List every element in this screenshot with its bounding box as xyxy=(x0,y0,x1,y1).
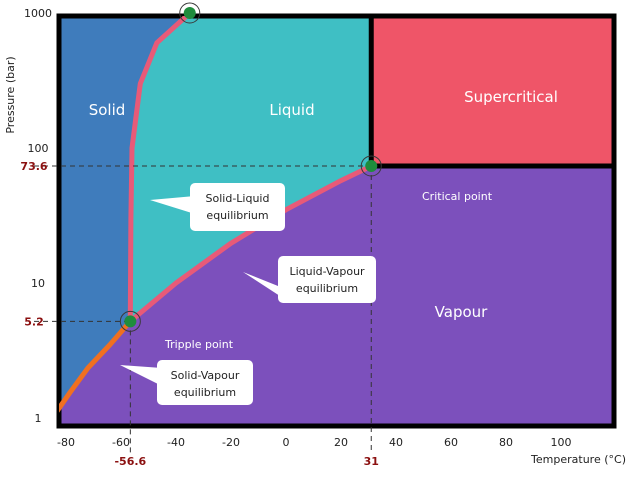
critical-point-label: Critical point xyxy=(422,190,493,203)
callout-liquid-vapour-pointer xyxy=(243,272,283,298)
x-axis-title: Temperature (°C) xyxy=(530,453,626,466)
melting-curve-end-marker-ring xyxy=(179,2,201,24)
x-tick-label: -80 xyxy=(57,436,75,449)
callout-solid-vapour: Solid-Vapour equilibrium xyxy=(120,360,253,405)
callout-liquid-vapour-line1: Liquid-Vapour xyxy=(289,265,365,278)
region-label-liquid: Liquid xyxy=(269,101,314,119)
x-tick-label: 80 xyxy=(499,436,513,449)
triple-point-label: Tripple point xyxy=(164,338,234,351)
x-tick-label: 40 xyxy=(389,436,403,449)
y-tick-label: 100 xyxy=(28,142,49,155)
y-tick-label: 10 xyxy=(31,277,45,290)
region-label-supercritical: Supercritical xyxy=(464,88,558,106)
y-highlight-label: 5.2 xyxy=(24,315,44,328)
region-label-vapour: Vapour xyxy=(435,303,488,321)
solid-liquid-curve xyxy=(127,16,191,324)
callout-solid-vapour-line1: Solid-Vapour xyxy=(171,369,240,382)
region-supercritical-fill xyxy=(371,16,614,166)
x-tick-label: -40 xyxy=(167,436,185,449)
callout-solid-vapour-pointer xyxy=(120,365,162,386)
callout-solid-liquid-line1: Solid-Liquid xyxy=(206,192,270,205)
x-highlight-label: -56.6 xyxy=(114,455,146,468)
callout-solid-vapour-box xyxy=(157,360,253,405)
y-tick-label: 1 xyxy=(35,412,42,425)
plot-frame xyxy=(56,13,617,429)
x-highlight-label: 31 xyxy=(364,455,379,468)
solid-vapour-curve xyxy=(59,318,133,413)
callout-solid-liquid-line2: equilibrium xyxy=(206,209,268,222)
callout-liquid-vapour: Liquid-Vapour equilibrium xyxy=(243,256,376,303)
x-tick-label: 100 xyxy=(551,436,572,449)
triple-point-marker-ring xyxy=(119,310,141,332)
x-tick-label: 0 xyxy=(283,436,290,449)
y-highlight-label: 73.6 xyxy=(20,160,47,173)
region-solid-fill xyxy=(59,16,187,409)
region-label-solid: Solid xyxy=(89,101,126,119)
y-tick-label: 1000 xyxy=(24,7,52,20)
x-tick-label: 20 xyxy=(334,436,348,449)
y-axis-title: Pressure (bar) xyxy=(4,56,17,133)
callout-liquid-vapour-line2: equilibrium xyxy=(296,282,358,295)
critical-point-marker-ring xyxy=(360,155,382,177)
callout-liquid-vapour-box xyxy=(278,256,376,303)
callout-solid-liquid-box xyxy=(190,183,285,231)
x-tick-label: 60 xyxy=(444,436,458,449)
callout-solid-vapour-line2: equilibrium xyxy=(174,386,236,399)
critical-point-marker xyxy=(365,159,378,172)
x-tick-label: -60 xyxy=(112,436,130,449)
callout-solid-liquid-pointer xyxy=(150,196,195,214)
region-liquid-fill xyxy=(130,16,372,322)
triple-point-marker xyxy=(124,315,137,328)
x-tick-label: -20 xyxy=(222,436,240,449)
callout-solid-liquid: Solid-Liquid equilibrium xyxy=(150,183,285,231)
melting-curve-end-marker xyxy=(183,7,196,19)
